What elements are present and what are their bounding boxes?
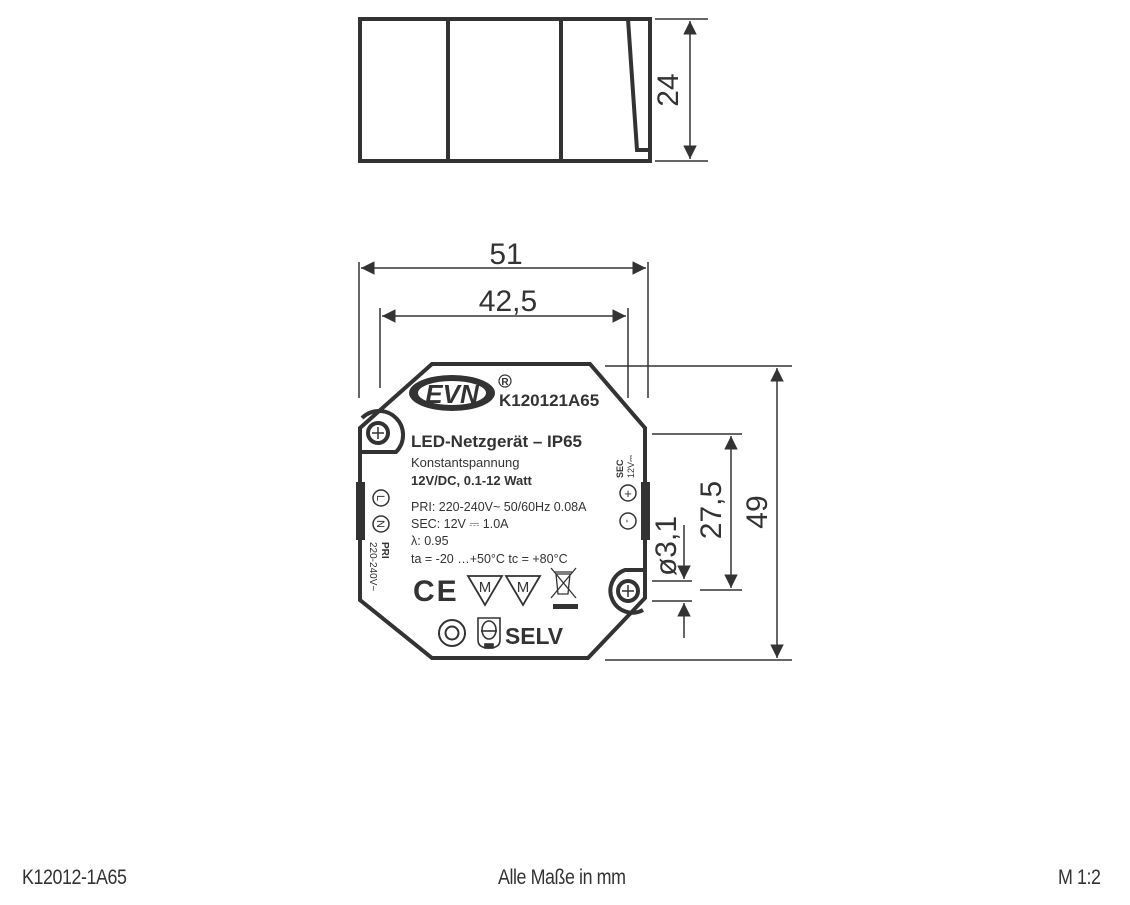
svg-text:-: - [621, 519, 633, 523]
sec-tag: SEC [615, 459, 625, 478]
hole-spacing-dim: 27,5 [695, 481, 728, 539]
svg-text:N: N [374, 520, 386, 528]
terminal-plus-icon: + [619, 484, 637, 502]
scale-note: M 1:2 [1058, 866, 1101, 889]
units-note: Alle Maße in mm [498, 866, 626, 889]
pri-tag: PRI [379, 542, 390, 559]
ce-mark: CE [413, 575, 459, 608]
svg-text:M: M [517, 579, 530, 596]
label-subtitle: Konstantspannung [411, 455, 519, 470]
pri-spec: PRI: 220-240V~ 50/60Hz 0.08A [411, 500, 587, 514]
svg-text:EVN: EVN [425, 379, 480, 409]
part-number: K12012-1A65 [22, 866, 127, 889]
width-inner-dim: 42,5 [479, 285, 537, 318]
svg-text:+: + [624, 486, 632, 501]
double-insulation-icon [438, 619, 466, 647]
terminal-l-icon: L [372, 489, 390, 507]
lambda-spec: λ: 0.95 [411, 534, 449, 548]
temp-spec: ta = -20 …+50°C tc = +80°C [411, 552, 568, 566]
pri-voltage: 220-240V~ [367, 542, 378, 591]
terminal-n-icon: N [372, 515, 390, 533]
m-mark-icon: M [466, 575, 504, 607]
svg-text:M: M [479, 579, 492, 596]
registered-mark-icon [498, 374, 512, 388]
top-dimensions [358, 261, 792, 661]
weee-bin-icon [550, 567, 578, 609]
label-title: LED-Netzgerät – IP65 [411, 432, 582, 451]
side-view [358, 17, 708, 163]
sec-spec: SEC: 12V ⎓ 1.0A [411, 517, 509, 531]
svg-text:L: L [374, 495, 386, 501]
height-outer-dim: 49 [741, 495, 774, 528]
width-outer-dim: 51 [489, 238, 522, 271]
safety-transformer-icon [477, 617, 501, 649]
label-rating: 12V/DC, 0.1-12 Watt [411, 473, 533, 488]
m-mark-icon-2: M [504, 575, 542, 607]
side-height-dim: 24 [652, 73, 685, 106]
model-number: K120121A65 [499, 391, 599, 410]
pri-cable-entry [356, 482, 365, 540]
sec-voltage: 12V⎓ [626, 455, 636, 478]
selv-mark: SELV [505, 623, 564, 649]
hole-diameter-dim: ø3,1 [650, 516, 683, 576]
terminal-minus-icon: - [619, 512, 637, 530]
registered-mark: R [501, 377, 509, 388]
evn-logo: EVN [409, 375, 495, 411]
sec-cable-entry [641, 482, 650, 540]
